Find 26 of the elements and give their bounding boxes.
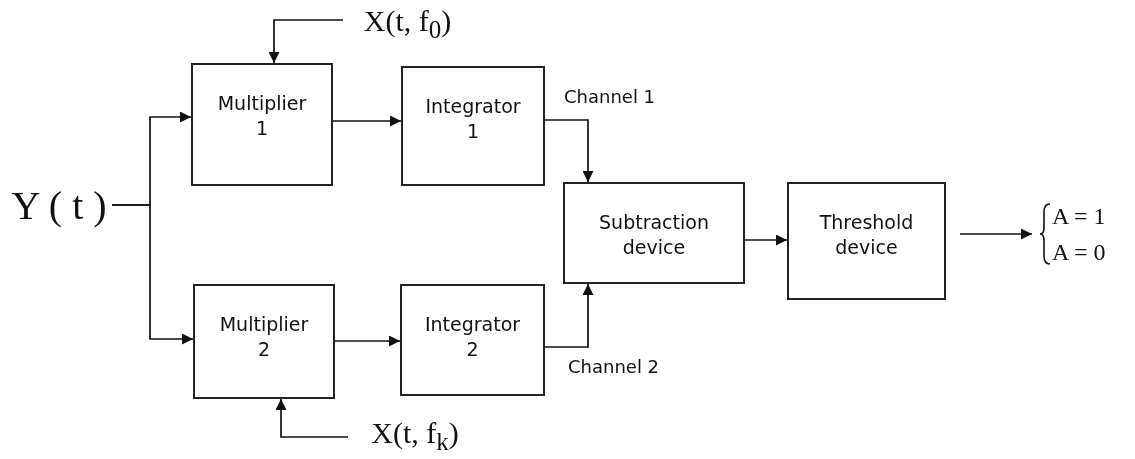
signal-label: Y ( t ) (11, 181, 107, 229)
arrow (334, 335, 401, 347)
process-box (401, 66, 545, 186)
signal-label: X(t, f$_{0}$) (363, 4, 452, 44)
process-box (193, 284, 335, 399)
arrow (544, 119, 594, 183)
arrow (275, 398, 349, 438)
process-box (563, 182, 745, 284)
process-box (787, 182, 946, 300)
process-box (400, 284, 545, 396)
box-label: Subtraction device (599, 210, 709, 260)
box-label: Threshold device (819, 210, 914, 260)
arrow (959, 228, 1033, 240)
arrow (332, 115, 402, 127)
arrow (544, 283, 594, 348)
arrow (111, 204, 194, 345)
arrow (268, 19, 344, 64)
output-value: A = 0 (1052, 238, 1106, 267)
arrow (744, 234, 788, 246)
process-box (191, 63, 333, 186)
output-value: A = 1 (1052, 202, 1106, 231)
box-label: Integrator 2 (424, 312, 521, 362)
signal-label: X(t, f$_{k}$) (371, 416, 459, 456)
box-label: Integrator 1 (425, 94, 521, 144)
box-label: Multiplier 2 (219, 312, 309, 362)
box-label: Multiplier 1 (217, 91, 307, 141)
